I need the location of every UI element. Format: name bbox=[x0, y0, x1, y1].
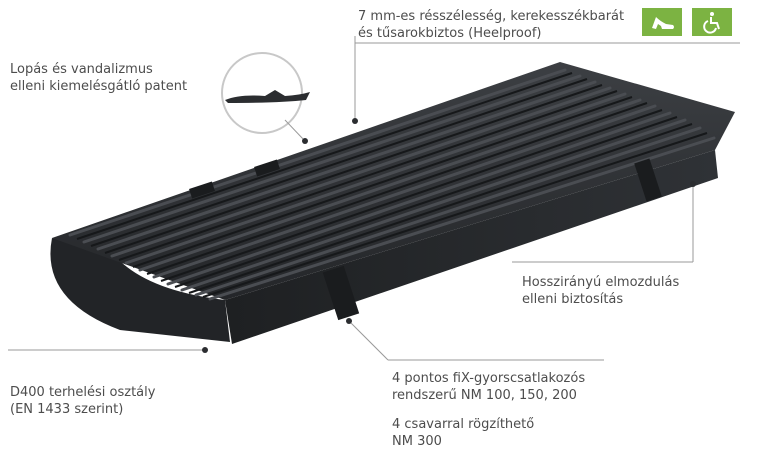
anti-theft-magnifier bbox=[221, 52, 310, 134]
high-heel-icon bbox=[652, 17, 674, 29]
screw-fix-label: 4 csavarral rögzíthető NM 300 bbox=[392, 417, 535, 449]
leader-dots bbox=[202, 118, 696, 353]
load-class-label: D400 terhelési osztály (EN 1433 szerint) bbox=[10, 385, 156, 417]
leader-lines bbox=[8, 36, 740, 361]
wheelchair-badge bbox=[692, 8, 732, 36]
anti-theft-label: Lopás és vandalizmus elleni kiemelésgátl… bbox=[10, 62, 188, 94]
longitudinal-lock-label: Hosszirányú elmozdulás elleni biztosítás bbox=[522, 275, 680, 307]
quick-connect-label: 4 pontos fiX-gyorscsatlakozós rendszerű … bbox=[392, 371, 586, 403]
wheelchair-icon bbox=[703, 12, 720, 34]
heelproof-badge bbox=[642, 8, 682, 36]
heelproof-label: 7 mm-es résszélesség, kerekesszékbarát é… bbox=[358, 9, 625, 41]
grate-body bbox=[50, 62, 735, 344]
